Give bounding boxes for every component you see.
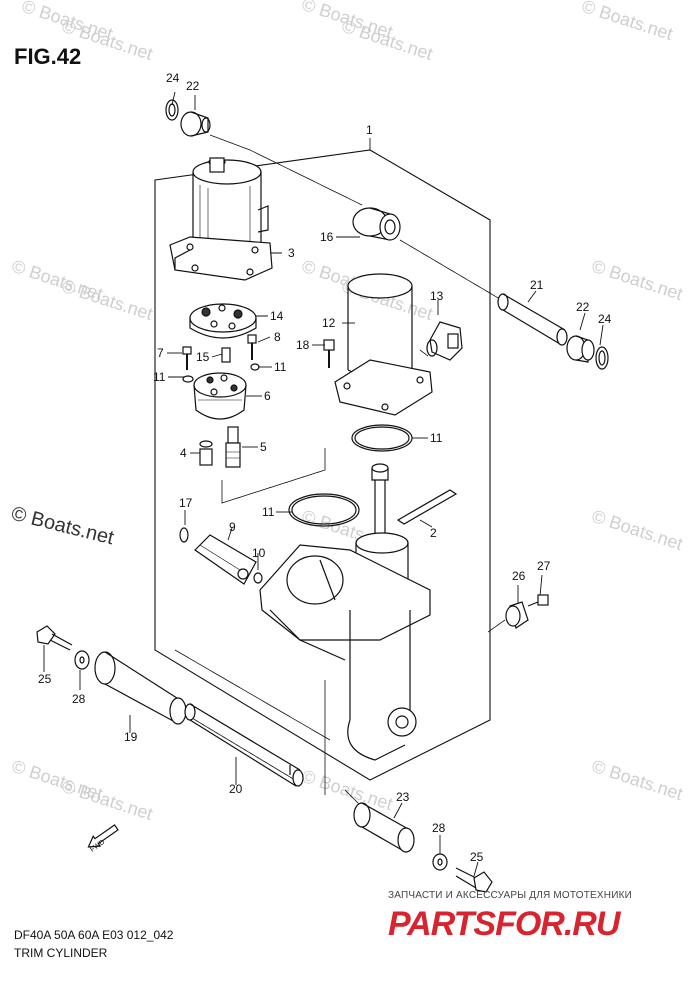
shop-logo: PARTSFOR.RU — [388, 905, 620, 943]
callout-2: 2 — [430, 526, 437, 540]
o-ring-11-large-upper-inner — [354, 426, 410, 450]
motor-3 — [169, 157, 273, 281]
alignment-lines — [174, 134, 506, 811]
callout-17: 17 — [179, 496, 193, 510]
callout-15: 15 — [196, 350, 210, 364]
o-ring-11-large-lower-inner — [291, 495, 357, 525]
bushing-16 — [352, 207, 401, 241]
washer-28-right — [432, 853, 448, 871]
callout-23: 23 — [396, 790, 410, 804]
callout-11-b: 11 — [274, 360, 287, 374]
snap-ring-24-right — [595, 346, 609, 370]
callout-6: 6 — [264, 389, 271, 403]
callout-5: 5 — [260, 440, 267, 454]
callout-12: 12 — [322, 316, 336, 330]
pin-15 — [221, 347, 231, 363]
o-ring-11-large-upper — [351, 424, 413, 452]
piston-rod — [371, 463, 389, 540]
bolt-25-right — [455, 867, 493, 893]
collar-23 — [353, 802, 415, 853]
callout-11-c: 11 — [430, 431, 443, 445]
check-valve-4 — [199, 440, 213, 466]
sleeve-19 — [94, 651, 187, 725]
callout-19: 19 — [124, 730, 138, 744]
o-rings-11-small — [182, 363, 260, 383]
bushing-22-top — [180, 111, 211, 137]
callout-22-a: 22 — [186, 79, 200, 93]
callout-1: 1 — [366, 123, 373, 137]
model-code: DF40A 50A 60A E03 012_042 — [14, 928, 174, 942]
callout-28-b: 28 — [432, 821, 446, 835]
bolt-8 — [247, 334, 257, 360]
callout-11-a: 11 — [153, 370, 166, 384]
callout-13: 13 — [430, 289, 444, 303]
plug-13 — [426, 321, 463, 361]
manual-valve-9 — [194, 534, 257, 585]
clip-2 — [396, 489, 458, 525]
callout-25-b: 25 — [470, 850, 484, 864]
snap-ring-24-top — [165, 99, 179, 121]
bolt-25-left — [36, 625, 73, 651]
valve-plate-14 — [189, 303, 257, 339]
fwd-arrow-icon — [87, 824, 119, 848]
callout-24-b: 24 — [598, 312, 612, 326]
callout-8: 8 — [274, 330, 281, 344]
callout-24-a: 24 — [166, 71, 180, 85]
callout-9: 9 — [229, 520, 236, 534]
callout-16: 16 — [320, 230, 334, 244]
callout-7: 7 — [157, 346, 164, 360]
callout-26: 26 — [512, 569, 526, 583]
callout-20: 20 — [229, 782, 243, 796]
bolt-27 — [527, 594, 549, 607]
callout-22-b: 22 — [576, 300, 590, 314]
washer-28-left — [74, 650, 90, 670]
callout-11-d: 11 — [262, 505, 275, 519]
shop-tagline: ЗАПЧАСТИ И АКСЕССУАРЫ ДЛЯ МОТОТЕХНИКИ — [388, 890, 633, 901]
callout-10: 10 — [252, 546, 266, 560]
shaft-20 — [184, 703, 304, 787]
callout-18: 18 — [296, 338, 310, 352]
bolt-7 — [182, 346, 192, 370]
callout-21: 21 — [530, 278, 544, 292]
bushing-22-right — [566, 335, 595, 363]
callout-3: 3 — [288, 246, 295, 260]
reservoir-12 — [334, 273, 433, 416]
callout-4: 4 — [180, 446, 187, 460]
o-ring-11-large-lower — [288, 493, 360, 527]
cylinder-body — [259, 532, 431, 761]
bolt-18 — [323, 339, 335, 368]
pump-6 — [193, 372, 247, 420]
shaft-21 — [497, 293, 568, 346]
bushing-26 — [505, 601, 529, 629]
figure-title: FIG.42 — [14, 44, 82, 69]
figure-name: TRIM CYLINDER — [14, 946, 108, 960]
valve-5 — [225, 426, 241, 468]
callout-27: 27 — [537, 559, 551, 573]
washer-10 — [253, 572, 263, 584]
leader-lines — [43, 91, 604, 877]
callout-25-a: 25 — [38, 672, 52, 686]
callout-14: 14 — [270, 309, 284, 323]
snap-ring-17 — [179, 527, 189, 543]
callout-28-a: 28 — [72, 692, 86, 706]
